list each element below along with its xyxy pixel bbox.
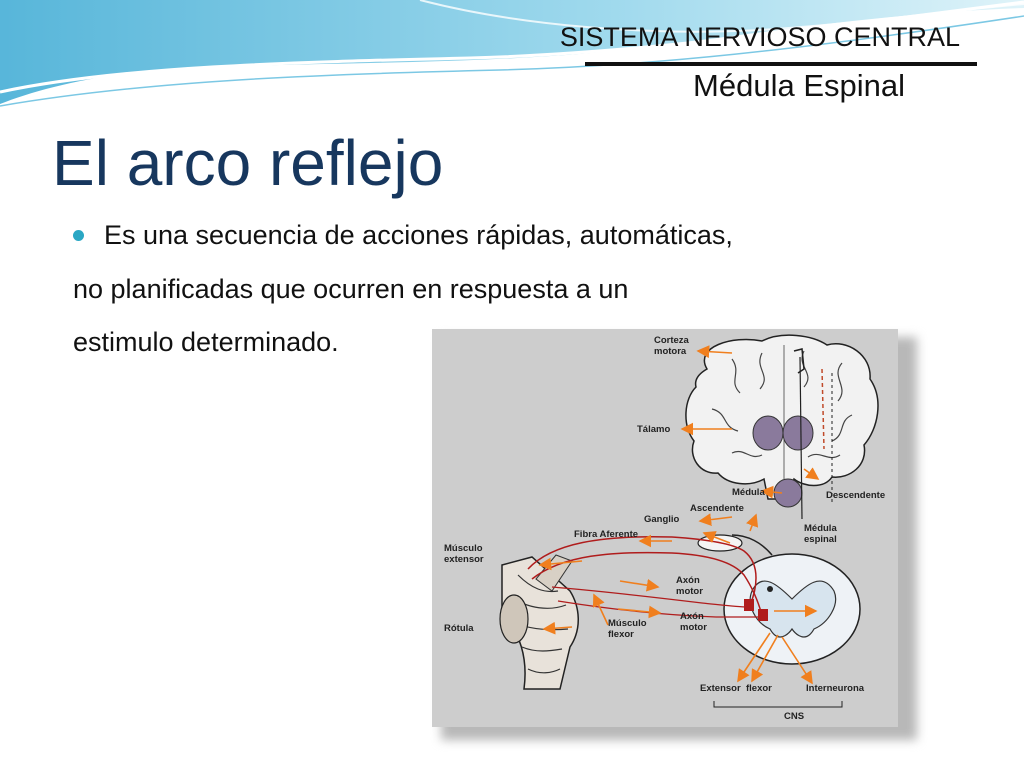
label-axon-motor-1b: motor bbox=[676, 586, 703, 597]
header-divider bbox=[585, 62, 977, 66]
label-interneurona: Interneurona bbox=[806, 683, 865, 694]
slide-title: El arco reflejo bbox=[52, 127, 444, 199]
label-arrows bbox=[538, 345, 820, 685]
bullet-icon bbox=[73, 230, 84, 241]
label-medula: Médula bbox=[732, 487, 765, 498]
bullet-text-line-2: no planificadas que ocurren en respuesta… bbox=[73, 274, 629, 304]
label-axon-motor-2a: Axón bbox=[680, 611, 704, 622]
label-ganglio: Ganglio bbox=[644, 514, 680, 525]
reflex-arc-figure: Corteza motora Tálamo Médula Descendente… bbox=[432, 329, 898, 727]
label-rotula: Rótula bbox=[444, 623, 474, 634]
label-ascendente: Ascendente bbox=[690, 503, 744, 514]
label-axon-motor-1a: Axón bbox=[676, 575, 700, 586]
label-corteza: Corteza bbox=[654, 335, 690, 346]
label-medula-espinal-2: espinal bbox=[804, 534, 837, 545]
label-descendente: Descendente bbox=[826, 490, 885, 501]
section-subtitle: Médula Espinal bbox=[693, 68, 905, 103]
spinal-cord-section bbox=[697, 534, 861, 665]
section-title: SISTEMA NERVIOSO CENTRAL bbox=[559, 22, 960, 52]
brain-illustration bbox=[685, 334, 879, 508]
label-extensor-bottom: Extensor bbox=[700, 683, 741, 694]
label-talamo: Tálamo bbox=[637, 424, 670, 435]
bullet-text-line-1: Es una secuencia de acciones rápidas, au… bbox=[104, 220, 733, 250]
knee-illustration bbox=[499, 554, 579, 690]
label-axon-motor-2b: motor bbox=[680, 622, 707, 633]
label-musculo-flexor-1: Músculo bbox=[608, 618, 647, 629]
label-musculo-extensor-2: extensor bbox=[444, 554, 484, 565]
label-motora: motora bbox=[654, 346, 687, 357]
bullet-text-line-3: estimulo determinado. bbox=[73, 327, 339, 357]
label-musculo-extensor-1: Músculo bbox=[444, 543, 483, 554]
header-wave-decoration bbox=[0, 0, 1024, 107]
reflex-arc-diagram: Corteza motora Tálamo Médula Descendente… bbox=[444, 334, 885, 722]
label-fibra-aferente: Fibra Aferente bbox=[574, 529, 638, 540]
label-cns: CNS bbox=[784, 711, 804, 722]
cns-bracket bbox=[713, 701, 843, 708]
label-medula-espinal-1: Médula bbox=[804, 523, 837, 534]
label-flexor-bottom: flexor bbox=[746, 683, 772, 694]
label-musculo-flexor-2: flexor bbox=[608, 629, 634, 640]
